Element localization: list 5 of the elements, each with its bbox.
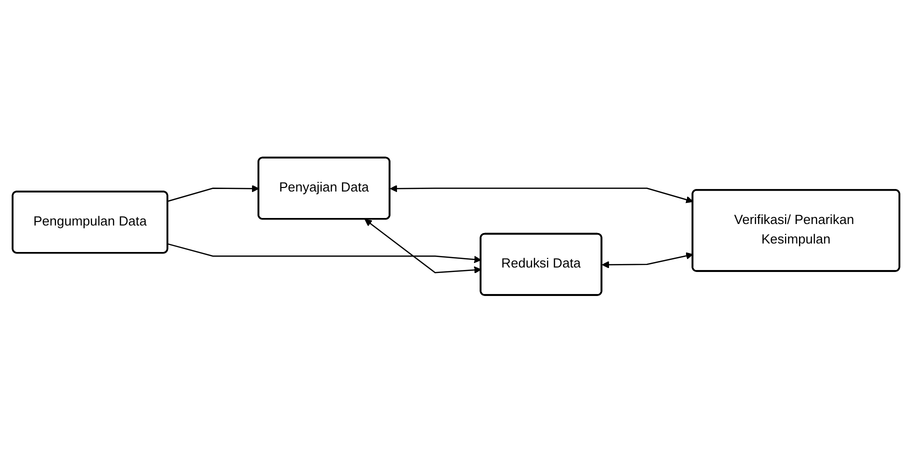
arrow <box>602 252 694 269</box>
arrow <box>168 244 482 264</box>
arrow <box>390 185 694 204</box>
arrow <box>364 219 482 274</box>
arrow <box>168 185 260 202</box>
